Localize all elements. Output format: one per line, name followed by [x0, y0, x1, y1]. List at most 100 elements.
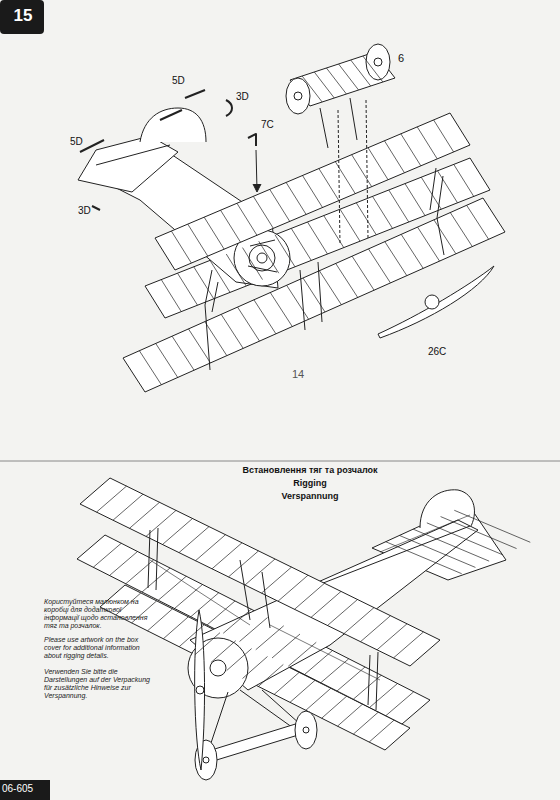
wing-rib	[113, 494, 143, 520]
wing-rib	[191, 593, 219, 617]
callout-number: 7C	[261, 119, 285, 131]
wing-rib	[394, 632, 424, 658]
wing-rib	[373, 196, 393, 228]
wing-rib	[274, 672, 299, 694]
callout-number: 26C	[428, 346, 458, 358]
wing-rib	[326, 68, 346, 94]
wing-rib	[356, 203, 376, 235]
wing-rib	[258, 664, 283, 686]
wing-rib	[322, 696, 347, 718]
wing-rib	[314, 72, 334, 98]
wing-rib	[229, 551, 259, 577]
note: Користуйтеся малюнком на коробці для дод…	[44, 598, 156, 630]
wing-rib	[158, 576, 186, 600]
wing-rib	[146, 510, 176, 536]
wing-rib	[221, 314, 243, 348]
step-number: 15	[8, 6, 38, 26]
wing-rib	[188, 224, 208, 256]
wing-rib	[434, 120, 454, 152]
callout-number: 5D	[172, 75, 196, 87]
note: Verwenden Sie bitte die Darstellungen au…	[44, 668, 156, 700]
wing-rib	[254, 300, 276, 334]
code-number: 06-605	[2, 783, 48, 795]
wing-rib	[441, 517, 517, 549]
wing-rib	[308, 222, 328, 254]
wing-rib	[245, 559, 275, 585]
code-tab	[0, 780, 50, 800]
wing-rib	[368, 148, 388, 180]
wing-rib	[319, 169, 339, 201]
assembled-view	[77, 478, 506, 780]
wing-rib	[238, 307, 260, 341]
wing-rib	[278, 575, 308, 601]
step-tab	[0, 0, 44, 34]
wing-rib	[454, 164, 474, 196]
wing-rib	[405, 184, 425, 216]
wing-rib	[352, 155, 372, 187]
wing-rib	[377, 624, 407, 650]
wing-rib	[344, 608, 374, 634]
wing-rib	[352, 256, 374, 290]
wing-rib	[148, 609, 173, 631]
wing-rib	[240, 618, 268, 642]
callout-number: 3D	[236, 91, 260, 103]
wing-rib	[337, 667, 365, 691]
wing-rib	[386, 692, 414, 716]
wing-rib	[212, 543, 242, 569]
wing-rib	[275, 235, 295, 267]
wing-rib	[237, 203, 257, 235]
wing-rib	[126, 560, 154, 584]
wing-rib	[221, 210, 241, 242]
wing-rib	[93, 543, 121, 567]
wing-rib	[110, 552, 138, 576]
wing-rib	[139, 351, 161, 385]
wing-rib	[369, 720, 394, 742]
wing-rib	[287, 285, 309, 319]
wing-rib	[175, 585, 203, 609]
wing-rib	[384, 141, 404, 173]
wing-rib	[178, 273, 198, 305]
wing-rib	[305, 651, 333, 675]
wing-rib	[226, 254, 246, 286]
wing-rib	[303, 278, 325, 312]
wing-rib	[351, 60, 371, 86]
wing-rib	[243, 248, 263, 280]
wing-rib	[204, 217, 224, 249]
wing-rib	[194, 267, 214, 299]
wing-rib	[353, 712, 378, 734]
wing-rib	[142, 568, 170, 592]
wing-rib	[270, 293, 292, 327]
wing-rib	[272, 634, 300, 658]
wing-rib	[207, 601, 235, 625]
section-heading: Verspannung	[180, 491, 440, 501]
wing-rib	[179, 625, 204, 647]
wing-rib	[163, 519, 193, 545]
wing-rib	[211, 641, 236, 663]
wing-rib	[195, 633, 220, 655]
wing-rib	[389, 190, 409, 222]
wing-rib	[311, 591, 341, 617]
wing-rib	[340, 209, 360, 241]
wing-rib	[295, 583, 325, 609]
wing-rib	[303, 176, 323, 208]
wing-rib	[156, 343, 178, 377]
wing-rib	[427, 523, 503, 555]
wing-rib	[324, 216, 344, 248]
wing-rib	[270, 189, 290, 221]
wing-rib	[385, 242, 407, 276]
wing-rib	[339, 64, 359, 90]
wing-rib	[401, 234, 423, 268]
wing-rib	[467, 205, 489, 239]
wing-rib	[262, 567, 292, 593]
wing-rib	[336, 263, 358, 297]
wing-rib	[302, 76, 322, 102]
wing-rib	[417, 127, 437, 159]
wing-rib	[290, 680, 315, 702]
wing-rib	[450, 213, 472, 247]
wing-rib	[163, 617, 188, 639]
wing-rib	[413, 529, 489, 561]
wing-rib	[353, 675, 381, 699]
exploded-view	[78, 44, 505, 392]
wing-rib	[368, 249, 390, 283]
wing-rib	[370, 684, 398, 708]
